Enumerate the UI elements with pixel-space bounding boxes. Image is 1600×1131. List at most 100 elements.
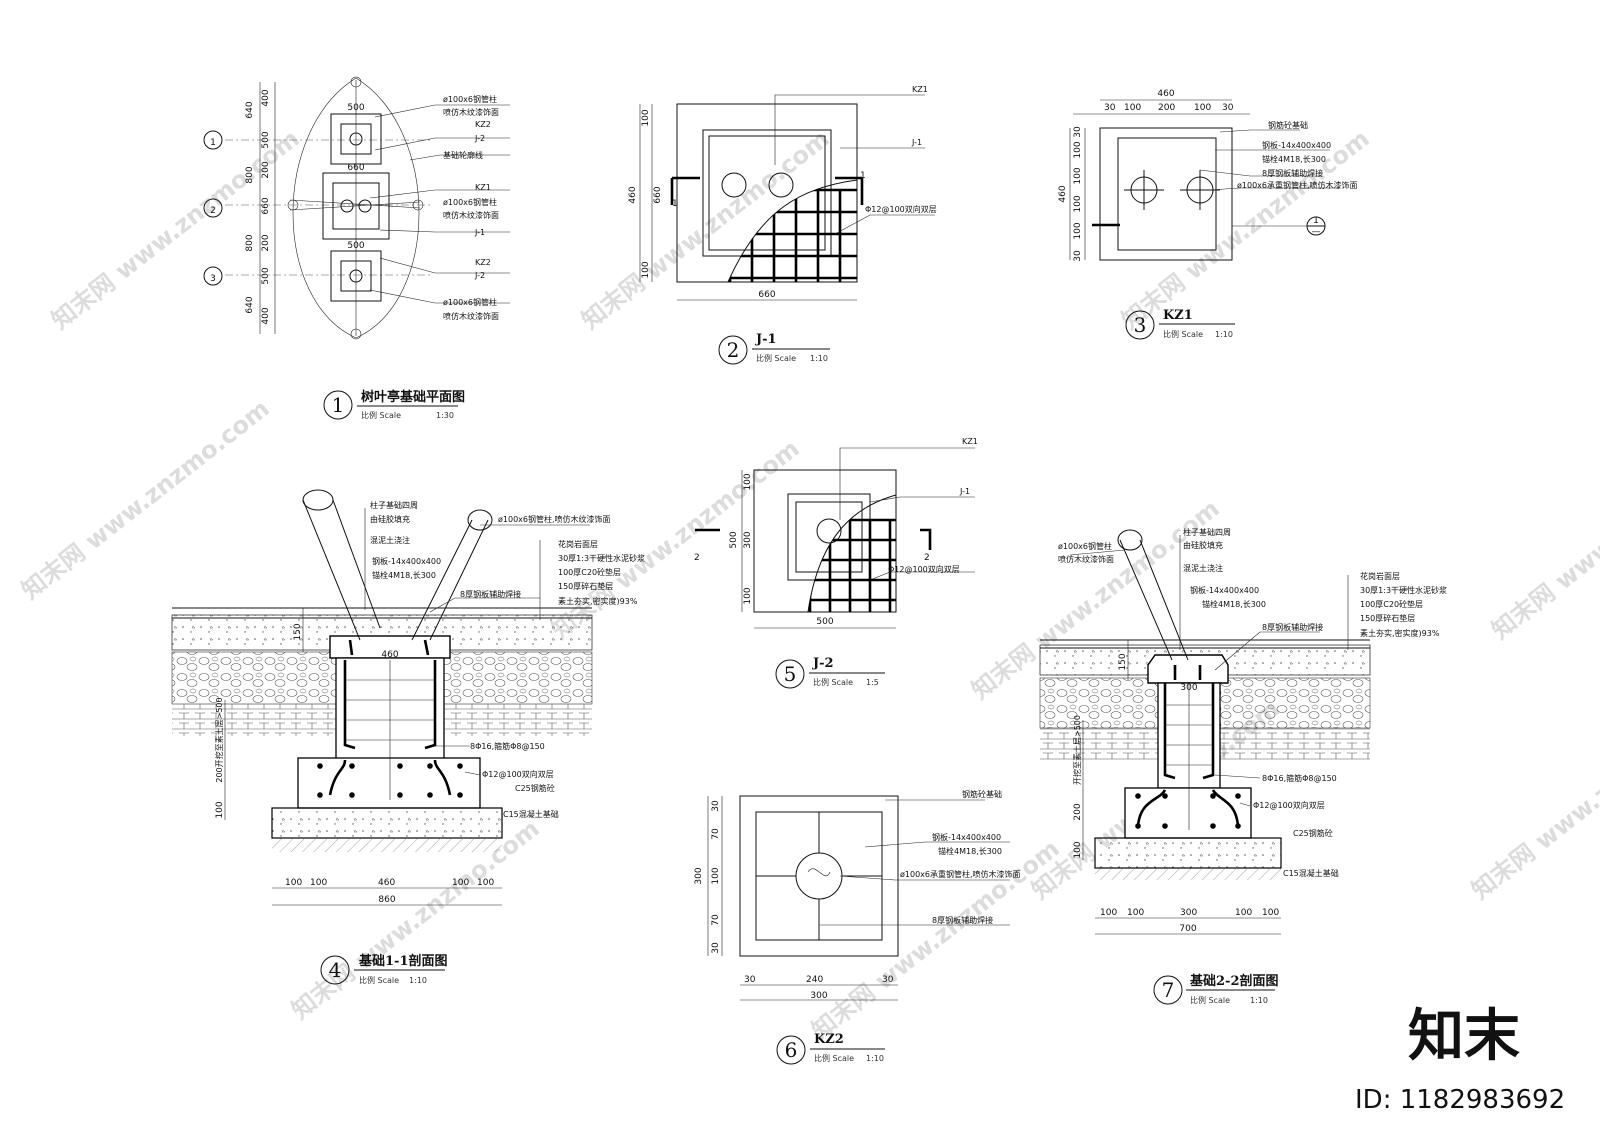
s22-scale-prefix: 比例 Scale — [1190, 995, 1230, 1005]
s11-dim-bottom: 100 — [310, 878, 327, 888]
kz2-label: 锚栓4M18,长300 — [938, 846, 1002, 856]
kz2-label: 钢筋砼基础 — [962, 789, 1002, 799]
plan-dim-inner: 500 — [261, 131, 271, 148]
plan-label: ø100x6钢管柱 — [443, 94, 497, 104]
s22-label-top: ø100x6钢管柱 — [1058, 541, 1112, 551]
kz1-title: KZ1 — [1163, 308, 1193, 323]
kz1-label: 钢筋砼基础 — [1268, 120, 1308, 130]
plan-dim-inner: 200 — [261, 234, 271, 251]
j1-dim-bottom: 660 — [758, 290, 775, 300]
s11-layer: 花岗岩面层 — [558, 539, 598, 549]
kz1-dim-left-total: 460 — [1058, 185, 1068, 202]
plan-dim-inner: 500 — [261, 267, 271, 284]
s22-layer: 150厚碎石垫层 — [1360, 613, 1415, 623]
plan-dim-mid: 660 — [347, 163, 364, 173]
kz2-number: 6 — [785, 1038, 798, 1062]
kz2-dim-bottom: 30 — [744, 975, 756, 985]
kz1-drawing: 460 30 100 200 100 30 30 100 100 100 100… — [1058, 89, 1358, 340]
kz2-dim-left: 100 — [711, 867, 721, 884]
plan-dim-outer: 800 — [245, 234, 255, 251]
s22-dim-bottom: 100 — [1235, 908, 1252, 918]
j2-scale: 1:5 — [866, 678, 879, 687]
s11-title: 基础1-1剖面图 — [358, 953, 448, 969]
s22-dim-150: 150 — [1118, 653, 1128, 670]
s22-label-top: 柱子基础四周 — [1183, 527, 1231, 537]
s11-dim-150: 150 — [293, 623, 303, 640]
kz1-dim-left: 100 — [1073, 195, 1083, 212]
plan-label: J-2 — [474, 271, 485, 280]
s11-dim-excav: 200开挖至素土层>500 — [214, 697, 224, 782]
kz1-scale: 1:10 — [1215, 330, 1233, 339]
kz1-callout: 1 — [1313, 216, 1319, 226]
kz1-dim-total: 460 — [1157, 89, 1174, 99]
kz2-dim-bottom: 240 — [806, 975, 823, 985]
section-1-1-drawing: 150 460 200开挖至素土层>500 100 柱子基础四周 由硅胶填充 混… — [171, 489, 645, 985]
s11-scale: 1:10 — [409, 976, 427, 985]
j1-dim-total: 460 — [628, 186, 638, 203]
s11-dim-bottom: 100 — [285, 878, 302, 888]
rebar-dot — [427, 763, 433, 769]
plan-dim-inner: 400 — [261, 307, 271, 324]
j2-cut-mark: 2 — [694, 553, 700, 563]
plan-scale-prefix: 比例 Scale — [361, 410, 401, 420]
kz1-dim-top: 100 — [1194, 103, 1211, 113]
s22-label-top: 钢板-14x400x400 — [1190, 585, 1259, 595]
plan-label: J-2 — [474, 134, 485, 143]
j2-kz-label: KZ1 — [962, 437, 978, 446]
s22-label-bot: Φ12@100双向双层 — [1253, 800, 1325, 810]
section-2-2-drawing: 150 300 开挖至素土层>500 200 100 ø100x6钢管柱 喷仿木… — [1039, 527, 1447, 1005]
j2-number: 5 — [784, 662, 797, 686]
plan-label: KZ1 — [475, 183, 491, 192]
s22-dim-total: 700 — [1179, 924, 1196, 934]
plan-title: 树叶亭基础平面图 — [361, 389, 465, 405]
j2-dim-left: 300 — [743, 531, 753, 548]
s22-layer: 100厚C20砼垫层 — [1360, 599, 1423, 609]
rebar-dot — [1235, 793, 1241, 799]
kz2-dim-left: 70 — [711, 914, 721, 926]
plan-label: ø100x6钢管柱 — [443, 197, 497, 207]
rebar-dot — [457, 763, 463, 769]
plan-label: 喷仿木纹漆饰面 — [443, 311, 499, 321]
watermark-text: 知末网 www.znzmo.com — [1466, 694, 1600, 904]
s11-layer: 素土夯实,密实度)93% — [558, 596, 638, 606]
plan-label: 喷仿木纹漆饰面 — [443, 107, 499, 117]
s22-title: 基础2-2剖面图 — [1189, 973, 1279, 989]
j1-title: J-1 — [755, 332, 777, 347]
s11-label-bot: Φ12@100双向双层 — [482, 769, 554, 779]
kz2-title: KZ2 — [814, 1032, 844, 1047]
s11-label-top: 钢板-14x400x400 — [372, 556, 441, 566]
kz1-dim-top: 100 — [1124, 103, 1141, 113]
s22-dim-excav: 开挖至素土层>500 — [1072, 715, 1082, 785]
kz2-drawing: 30 70 100 70 30 300 钢筋砼基础 钢板-14x400x400 … — [694, 789, 1021, 1065]
j2-dim-left: 100 — [743, 473, 753, 490]
j1-drawing: 100 660 100 460 660 1 1 KZ1 J-1 Φ12@100双… — [628, 85, 937, 365]
kz1-scale-prefix: 比例 Scale — [1163, 329, 1203, 339]
kz1-label: 锚栓4M18,长300 — [1262, 154, 1326, 164]
rebar-dot — [1162, 823, 1168, 829]
s11-label-top: 柱子基础四周 — [370, 500, 418, 510]
kz1-label: 8厚钢板辅助焊接 — [1262, 168, 1323, 178]
rebar-dot — [349, 792, 355, 798]
kz2-scale-prefix: 比例 Scale — [814, 1053, 854, 1063]
plan-label: 基础轮廓线 — [443, 150, 483, 160]
s22-label-bot: C25钢筋砼 — [1293, 828, 1333, 838]
s11-scale-prefix: 比例 Scale — [359, 975, 399, 985]
plan-dim-bot: 500 — [347, 241, 364, 251]
rebar-dot — [427, 792, 433, 798]
s11-dim-bottom: 100 — [477, 878, 494, 888]
j2-rebar-label: Φ12@100双向双层 — [888, 564, 960, 574]
s22-dim-200: 200 — [1073, 803, 1083, 820]
s22-dim-bottom: 100 — [1100, 908, 1117, 918]
rebar-dot — [317, 763, 323, 769]
s22-layer: 30厚1:3干硬性水泥砂浆 — [1360, 585, 1447, 595]
s22-dim-100: 100 — [1073, 841, 1083, 858]
s11-dim-100: 100 — [215, 801, 225, 818]
s11-dim-460: 460 — [381, 650, 398, 660]
kz1-label: 钢板-14x400x400 — [1262, 140, 1331, 150]
kz2-label: 钢板-14x400x400 — [932, 832, 1001, 842]
plan-label: KZ2 — [475, 120, 491, 129]
j2-title: J-2 — [812, 656, 834, 671]
j2-cut-mark: 2 — [924, 553, 930, 563]
plan-dim-outer: 640 — [245, 296, 255, 313]
kz2-dim-left-total: 300 — [694, 867, 704, 884]
